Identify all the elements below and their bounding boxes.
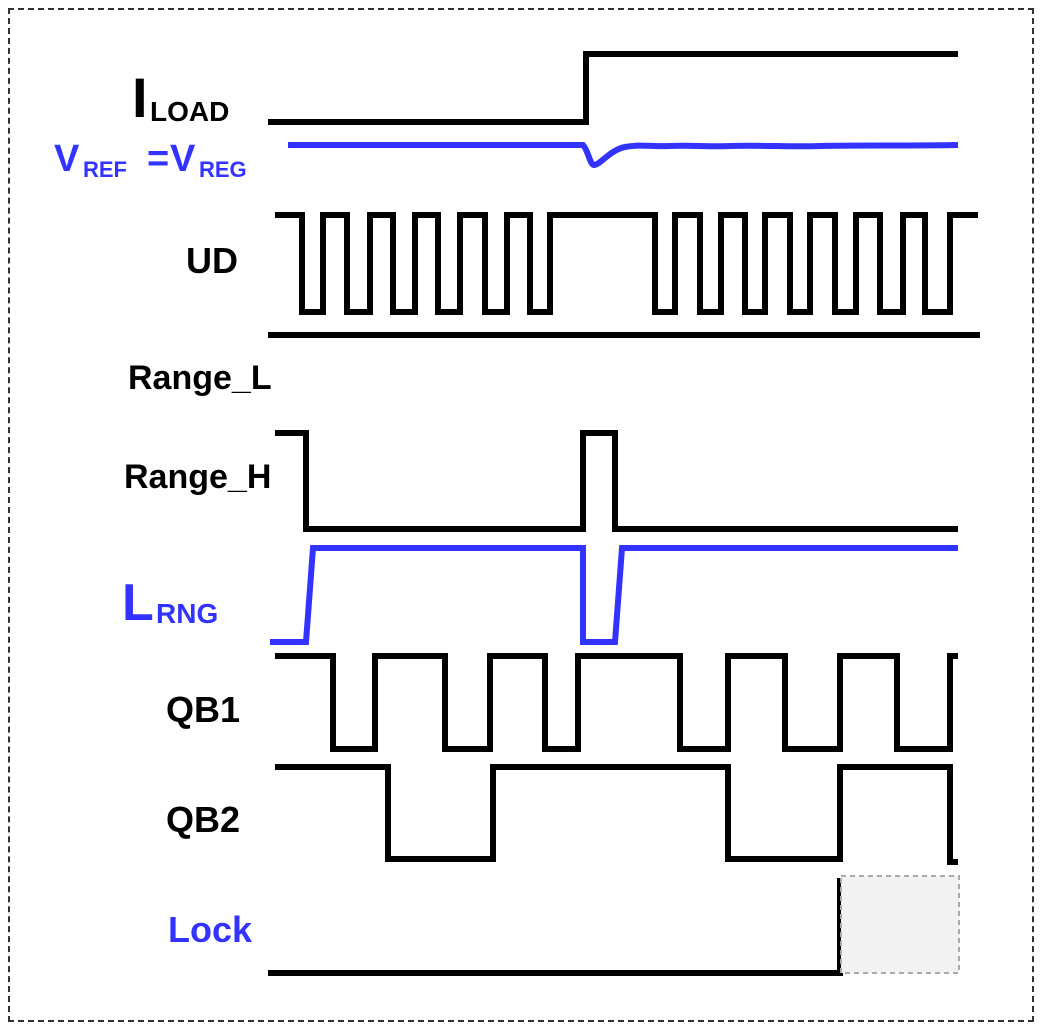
vref-label: V REF = V REG: [54, 138, 247, 182]
lock-waveform: [268, 878, 843, 976]
lrng-label-main: L: [122, 574, 154, 632]
diagram-frame: [8, 8, 1034, 1022]
ud-waveform: [275, 212, 978, 315]
vref-label-v1: V: [54, 138, 80, 180]
vref-label-s2: REG: [199, 157, 247, 182]
qb2-label: QB2: [166, 799, 240, 840]
lrng-waveform: [270, 545, 958, 645]
qb2-waveform: [275, 764, 958, 865]
iload-waveform: [268, 51, 958, 125]
range-h-label: Range_H: [124, 458, 271, 496]
iload-label-sub: LOAD: [150, 96, 229, 127]
lock-highlight-box: [840, 875, 960, 974]
qb1-label: QB1: [166, 689, 240, 730]
iload-label: I LOAD: [132, 66, 229, 129]
vref-waveform: [288, 142, 959, 169]
qb1-waveform: [275, 653, 958, 752]
iload-label-main: I: [132, 66, 148, 129]
vref-label-eq: =: [147, 138, 169, 180]
lrng-label-sub: RNG: [156, 598, 218, 629]
range-l-label: Range_L: [128, 359, 272, 397]
vref-label-s1: REF: [83, 157, 127, 182]
vref-label-v2: V: [170, 138, 196, 180]
ud-label: UD: [186, 240, 238, 281]
range-h-waveform: [275, 430, 958, 532]
lrng-label: L RNG: [122, 574, 218, 632]
lock-label: Lock: [168, 909, 253, 950]
